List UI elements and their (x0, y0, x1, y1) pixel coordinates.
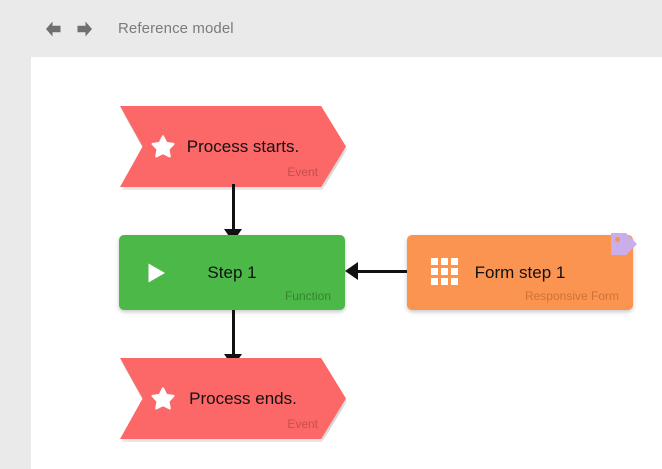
star-icon (148, 384, 178, 414)
star-icon (148, 132, 178, 162)
connector-line (232, 310, 235, 362)
arrowhead-left-icon (345, 262, 358, 280)
node-title: Process ends. (189, 388, 297, 408)
node-sublabel: Event (287, 417, 318, 431)
diagram-canvas[interactable]: Process starts. Event Step 1 Function (31, 57, 662, 469)
arrow-left-icon[interactable] (42, 18, 64, 40)
node-sublabel: Function (284, 289, 331, 303)
node-form-step-1[interactable]: Form step 1 Responsive Form (407, 233, 637, 310)
breadcrumb-title: Reference model (118, 20, 234, 37)
node-sublabel: Event (287, 165, 318, 179)
node-title: Process starts. (186, 136, 300, 156)
tag-icon (607, 229, 641, 263)
header-bar: Reference model (0, 0, 662, 57)
node-process-starts[interactable]: Process starts. Event (120, 106, 346, 187)
grid-icon (429, 257, 459, 288)
node-sublabel: Responsive Form (524, 289, 619, 303)
play-icon (141, 258, 171, 288)
node-step-1[interactable]: Step 1 Function (119, 235, 345, 310)
connector-line (355, 270, 408, 273)
node-process-ends[interactable]: Process ends. Event (120, 358, 346, 439)
node-title: Step 1 (207, 262, 257, 282)
connector-line (232, 184, 235, 236)
node-title: Form step 1 (474, 262, 566, 282)
arrow-right-icon[interactable] (74, 18, 96, 40)
